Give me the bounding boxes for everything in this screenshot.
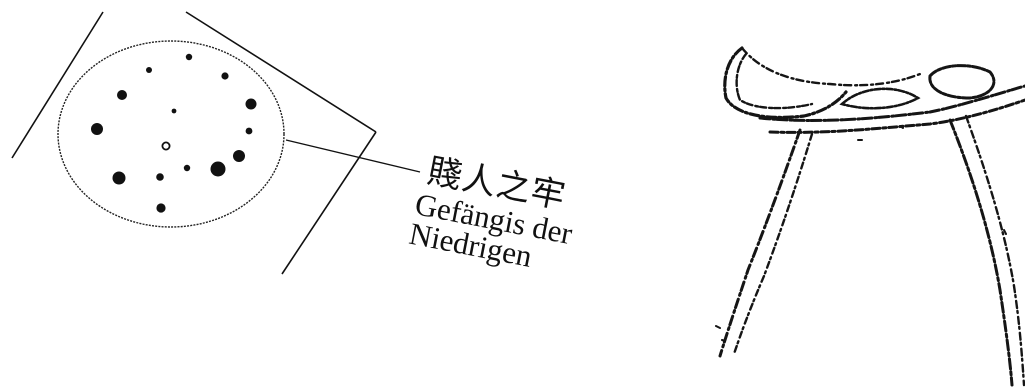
left-leg-outer-stroke <box>718 128 802 358</box>
star-cluster <box>91 53 257 213</box>
star-dot <box>146 67 152 73</box>
star-dot <box>91 123 103 135</box>
brush-figure <box>715 46 1025 387</box>
star-dot <box>156 203 166 213</box>
hook-outer-stroke <box>723 46 848 119</box>
star-dot <box>210 161 226 177</box>
star-chart-frame <box>11 11 377 275</box>
body-bottom-stroke <box>768 98 1025 134</box>
eye-oval-stroke <box>928 64 996 100</box>
star-dot <box>112 171 126 185</box>
frame-top-edge <box>185 11 377 133</box>
right-leg-outer-stroke <box>948 118 1014 387</box>
star-dot <box>221 72 229 80</box>
left-leg-inner-stroke <box>732 132 814 356</box>
frame-left-edge <box>11 11 104 159</box>
star-dot <box>117 90 127 100</box>
star-dot <box>245 98 257 110</box>
right-leg-inner-stroke <box>964 114 1025 387</box>
hollow-center-star <box>161 141 171 151</box>
star-dot <box>245 127 253 135</box>
star-dot <box>185 53 193 61</box>
star-cluster-ellipse <box>57 40 285 228</box>
star-dot <box>233 150 245 162</box>
inner-triangle-stroke <box>839 87 921 110</box>
star-dot <box>156 173 164 181</box>
leader-line <box>285 139 421 173</box>
frame-right-edge <box>281 131 377 275</box>
body-top-stroke <box>758 84 1025 122</box>
ink-speckles <box>715 125 1007 342</box>
star-dot <box>183 164 191 172</box>
star-dot <box>171 108 177 114</box>
hook-inner-stroke <box>735 52 814 110</box>
crest-stroke <box>740 46 922 87</box>
